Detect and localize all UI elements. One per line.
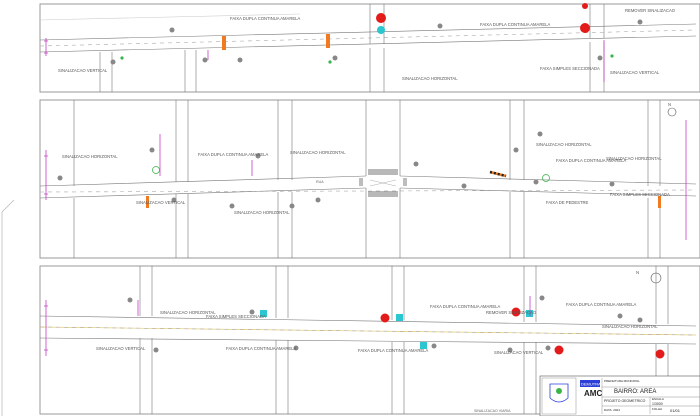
top-panel-magenta-marks bbox=[44, 38, 605, 82]
label-top-3: FAIXA DUPLA CONTINUA AMARELA bbox=[480, 22, 550, 27]
label-bot-2: FAIXA SIMPLES SECCIONADA bbox=[206, 314, 266, 319]
label-top-7: FAIXA SIMPLES SECCIONADA bbox=[540, 66, 600, 71]
sheet-label: FOLHA bbox=[652, 407, 662, 411]
label-bot-4: REMOVER SINALIZACAO bbox=[486, 310, 537, 315]
middle-panel-roads bbox=[39, 100, 697, 258]
top-panel-posts bbox=[110, 19, 643, 65]
north-label-mid: N bbox=[668, 102, 671, 107]
scale-label: ESCALA bbox=[652, 397, 664, 401]
crest-icon bbox=[549, 383, 569, 403]
label-mid-5: FAIXA DUPLA CONTINUA AMARELA bbox=[556, 158, 626, 163]
agency-badge-text: DEMUTRAN bbox=[581, 382, 604, 387]
panel-middle-frame bbox=[39, 99, 700, 259]
footer-text: SINALIZACAO VIARIA bbox=[474, 409, 511, 413]
label-mid-rua: RUA bbox=[316, 180, 324, 184]
label-top-5: SINALIZACAO HORIZONTAL bbox=[402, 76, 458, 81]
north-arrow-bottom bbox=[650, 272, 662, 284]
label-mid-2: FAIXA DUPLA CONTINUA AMARELA bbox=[198, 152, 268, 157]
sheet-number: 01/01 bbox=[670, 408, 681, 413]
neighborhood-label: BAIRRO: AREA bbox=[614, 389, 656, 395]
logo-box bbox=[541, 377, 577, 415]
label-mid-4: SINALIZACAO HORIZONTAL bbox=[536, 142, 592, 147]
bottom-panel-posts bbox=[127, 295, 643, 353]
project-label: PROJETO GEOMETRICO bbox=[604, 399, 646, 403]
label-bot-5: FAIXA DUPLA CONTINUA AMARELA bbox=[566, 302, 636, 307]
label-bot-3: FAIXA DUPLA CONTINUA AMARELA bbox=[430, 304, 500, 309]
label-mid-3: SINALIZACAO HORIZONTAL bbox=[290, 150, 346, 155]
bottom-panel-magenta-marks bbox=[44, 296, 531, 356]
date-text: DATA: 2024 bbox=[604, 408, 620, 412]
label-mid-7: FAIXA SIMPLES SECCIONADA bbox=[610, 192, 670, 197]
intersection-crosswalk bbox=[359, 169, 407, 197]
crest-emblem-icon bbox=[556, 388, 562, 394]
bottom-panel-roads bbox=[39, 266, 697, 414]
label-bot-8: FAIXA DUPLA CONTINUA AMARELA bbox=[358, 348, 428, 353]
top-panel-roads bbox=[39, 4, 697, 92]
label-mid-6: SINALIZACAO HORIZONTAL bbox=[606, 156, 662, 161]
scale-value: 1/3000 bbox=[652, 402, 663, 406]
bottom-panel-red-signs bbox=[380, 307, 665, 359]
label-top-1: SINALIZACAO VERTICAL bbox=[58, 68, 108, 73]
top-panel-red-signs bbox=[376, 3, 590, 34]
middle-panel-orange bbox=[146, 170, 661, 208]
middle-panel-posts bbox=[57, 131, 615, 209]
label-bot-7: FAIXA DUPLA CONTINUA AMARELA bbox=[226, 346, 296, 351]
label-bot-9: SINALIZACAO VERTICAL bbox=[494, 350, 544, 355]
logo-text: AMC bbox=[584, 389, 602, 398]
title-block: DEMUTRAN AMC PREFEITURA MUNICIPAL BAIRRO… bbox=[539, 375, 700, 416]
middle-panel-green bbox=[152, 166, 550, 182]
panel-bottom-frame bbox=[39, 265, 700, 415]
label-top-2: FAIXA DUPLA CONTINUA AMARELA bbox=[230, 16, 300, 21]
middle-panel-magenta-marks bbox=[44, 120, 687, 240]
label-mid-8: SINALIZACAO VERTICAL bbox=[136, 200, 186, 205]
agency-badge bbox=[580, 380, 600, 387]
label-mid-10: FAIXA DE PEDESTRE bbox=[546, 200, 589, 205]
top-panel-green-dots bbox=[120, 54, 614, 64]
label-mid-1: SINALIZACAO HORIZONTAL bbox=[62, 154, 118, 159]
label-top-4: REMOVER SINALIZACAO bbox=[625, 8, 676, 13]
label-mid-9: SINALIZACAO HORIZONTAL bbox=[234, 210, 290, 215]
label-top-6: SINALIZACAO VERTICAL bbox=[610, 70, 660, 75]
label-bot-1: SINALIZACAO HORIZONTAL bbox=[160, 310, 216, 315]
top-panel-bars bbox=[222, 34, 330, 50]
label-bot-10: SINALIZACAO HORIZONTAL bbox=[602, 324, 658, 329]
map-edge-line bbox=[1, 199, 15, 416]
north-label-bottom: N bbox=[636, 270, 639, 275]
label-bot-6: SINALIZACAO VERTICAL bbox=[96, 346, 146, 351]
client-label: PREFEITURA MUNICIPAL bbox=[604, 379, 640, 383]
bottom-panel-cyan-signs bbox=[260, 310, 533, 349]
north-arrow-mid bbox=[667, 107, 677, 117]
